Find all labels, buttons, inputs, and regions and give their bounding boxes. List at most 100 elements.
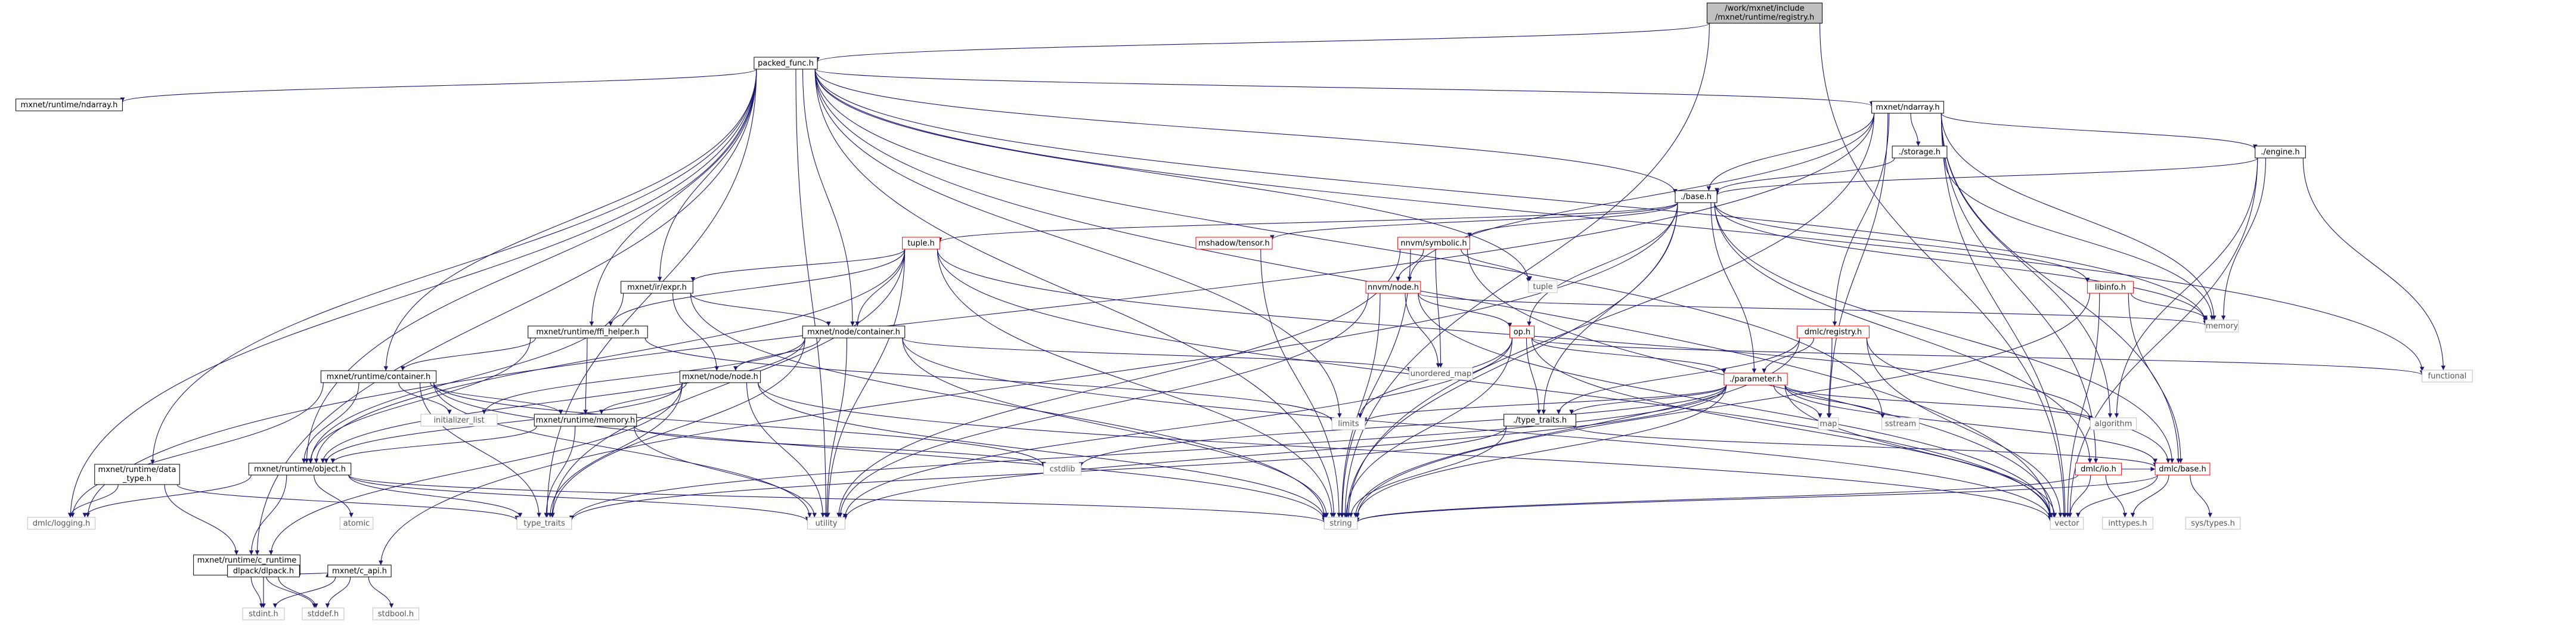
edge-rt-object-to-c-runtime-api xyxy=(249,474,287,555)
node-box xyxy=(802,325,906,339)
node-box xyxy=(1706,2,1823,24)
edge-node-container-to-initializer-list xyxy=(482,337,805,415)
node-libinfo[interactable]: libinfo.h xyxy=(2087,281,2134,294)
node-c-api[interactable]: mxnet/c_api.h xyxy=(327,564,392,578)
node-box xyxy=(1675,190,1718,203)
node-nnvm-node[interactable]: nnvm/node.h xyxy=(1365,281,1421,294)
node-label: utility xyxy=(816,519,838,528)
edge-dmlc-base-to-vector xyxy=(2075,474,2158,518)
node-root[interactable]: /work/mxnet/include/mxnet/runtime/regist… xyxy=(1706,2,1823,24)
edge-rt-memory-to-rt-object xyxy=(330,426,537,464)
node-parameter[interactable]: ./parameter.h xyxy=(1723,373,1788,386)
node-cstdlib: cstdlib xyxy=(1043,463,1081,476)
edge-parameter-to-limits xyxy=(1363,384,1727,423)
edge-rt-container-to-dmlc-logging xyxy=(70,382,324,518)
node-node-node[interactable]: mxnet/node/node.h xyxy=(679,370,761,383)
edge-mxnet-ndarray-to-dmlc-logging xyxy=(85,113,1875,518)
node-mshadow[interactable]: mshadow/tensor.h xyxy=(1195,237,1273,250)
edge-rt-memory-to-type-traits xyxy=(544,426,576,518)
node-type-traits-h[interactable]: ./type_traits.h xyxy=(1504,414,1576,427)
edge-nnvm-symbolic-to-string xyxy=(1340,249,1411,518)
edge-c-api-to-stdint xyxy=(272,576,336,609)
node-label: ./engine.h xyxy=(2261,148,2299,157)
node-dmlc-base[interactable]: dmlc/base.h xyxy=(2155,463,2211,476)
node-label: op.h xyxy=(1514,328,1531,337)
node-box xyxy=(1043,463,1081,476)
node-label: nnvm/node.h xyxy=(1368,283,1419,292)
node-rt-container[interactable]: mxnet/runtime/container.h xyxy=(320,370,437,383)
node-mxnet-ndarray[interactable]: mxnet/ndarray.h xyxy=(1871,101,1944,114)
node-tuple-h[interactable]: tuple.h xyxy=(902,237,940,250)
edge-engine-to-algorithm xyxy=(2114,157,2258,418)
edge-engine-to-functional xyxy=(2302,157,2446,371)
node-ir-expr[interactable]: mxnet/ir/expr.h xyxy=(621,281,693,294)
edge-mxnet-ndarray-to-storage xyxy=(1910,113,1921,147)
edge-mxnet-ndarray-to-engine xyxy=(1940,113,2258,150)
node-op-h[interactable]: op.h xyxy=(1509,325,1535,339)
edge-packed-func-to-ir-expr xyxy=(657,69,757,282)
edge-storage-to-memory xyxy=(1944,157,2215,321)
node-map: map xyxy=(1818,417,1839,430)
node-label: nnvm/symbolic.h xyxy=(1400,239,1467,248)
edge-dmlc-registry-to-parameter xyxy=(1762,337,1815,374)
node-inttypes: inttypes.h xyxy=(2102,517,2153,530)
node-box xyxy=(320,370,437,383)
edge-op-h-to-utility xyxy=(842,337,1513,519)
node-node-container[interactable]: mxnet/node/container.h xyxy=(802,325,906,339)
node-dmlc-registry[interactable]: dmlc/registry.h xyxy=(1797,325,1870,339)
edge-rt-data-type-to-type-traits xyxy=(176,484,519,521)
edge-rt-data-type-to-dmlc-logging xyxy=(67,484,119,518)
edge-ffi-helper-to-rt-object xyxy=(308,337,531,464)
node-label: ./base.h xyxy=(1681,193,1712,201)
edge-packed-func-to-rt-data-type xyxy=(150,69,757,465)
node-base[interactable]: ./base.h xyxy=(1675,190,1718,203)
node-label: mxnet/ndarray.h xyxy=(1876,103,1939,112)
edge-rt-container-to-cstdlib xyxy=(433,382,1046,467)
node-storage[interactable]: ./storage.h xyxy=(1892,145,1948,159)
node-label: mxnet/node/container.h xyxy=(807,328,900,337)
node-packed-func[interactable]: packed_func.h xyxy=(754,57,818,70)
edge-base-to-nnvm-symbolic xyxy=(1467,202,1678,238)
node-dmlc-io[interactable]: dmlc/io.h xyxy=(2075,463,2122,476)
edge-mxnet-ndarray-to-algorithm xyxy=(1940,113,2113,418)
edge-dmlc-registry-to-type-traits-h xyxy=(1556,337,1800,415)
edge-ffi-helper-to-rt-memory xyxy=(583,337,588,415)
node-box xyxy=(1818,417,1839,430)
node-unordered-map: unordered_map xyxy=(1409,367,1473,380)
edge-rt-memory-to-cstdlib xyxy=(634,426,1046,468)
node-dlpack[interactable]: dlpack/dlpack.h xyxy=(227,564,300,578)
node-label: cstdlib xyxy=(1050,465,1075,474)
edge-nnvm-node-to-unordered-map xyxy=(1405,293,1441,368)
node-ndarray-rt[interactable]: mxnet/runtime/ndarray.h xyxy=(16,98,123,111)
node-box xyxy=(339,517,374,530)
node-label: mxnet/runtime/ndarray.h xyxy=(21,101,118,110)
node-label: unordered_map xyxy=(1411,370,1472,378)
edge-dmlc-registry-to-vector xyxy=(1866,337,2063,518)
node-rt-object[interactable]: mxnet/runtime/object.h xyxy=(248,463,352,476)
edge-rt-container-to-utility xyxy=(433,382,812,518)
edge-c-api-to-stddef xyxy=(325,576,351,609)
edge-ffi-helper-to-rt-container xyxy=(400,337,536,371)
node-rt-memory[interactable]: mxnet/runtime/memory.h xyxy=(534,414,637,427)
edge-packed-func-to-ndarray-rt xyxy=(120,69,757,103)
node-box xyxy=(242,607,285,620)
edge-tuple-h-to-ir-expr xyxy=(690,249,906,282)
edge-mxnet-ndarray-to-vector xyxy=(1940,113,2067,518)
edge-engine-to-memory xyxy=(2221,157,2267,321)
node-nnvm-symbolic[interactable]: nnvm/symbolic.h xyxy=(1397,237,1470,250)
edge-op-h-to-vector xyxy=(1531,337,2053,518)
node-engine[interactable]: ./engine.h xyxy=(2255,145,2306,159)
edge-mxnet-ndarray-to-memory xyxy=(1940,113,2217,321)
node-ffi-helper[interactable]: mxnet/runtime/ffi_helper.h xyxy=(528,325,648,339)
node-label: mxnet/runtime/container.h xyxy=(327,373,430,381)
node-dmlc-logging: dmlc/logging.h xyxy=(27,517,96,530)
edge-op-h-to-string xyxy=(1344,337,1513,518)
edge-mxnet-ndarray-to-base xyxy=(1706,113,1875,191)
node-rt-data-type[interactable]: mxnet/runtime/data_type.h xyxy=(94,464,180,485)
edge-layer xyxy=(67,23,2446,609)
edge-packed-func-to-base xyxy=(814,69,1678,194)
node-box xyxy=(420,414,498,427)
edge-tuple-h-to-ffi-helper xyxy=(608,249,906,327)
edge-rt-object-to-string xyxy=(348,474,1326,523)
edge-tuple-h-to-node-container xyxy=(855,249,906,327)
